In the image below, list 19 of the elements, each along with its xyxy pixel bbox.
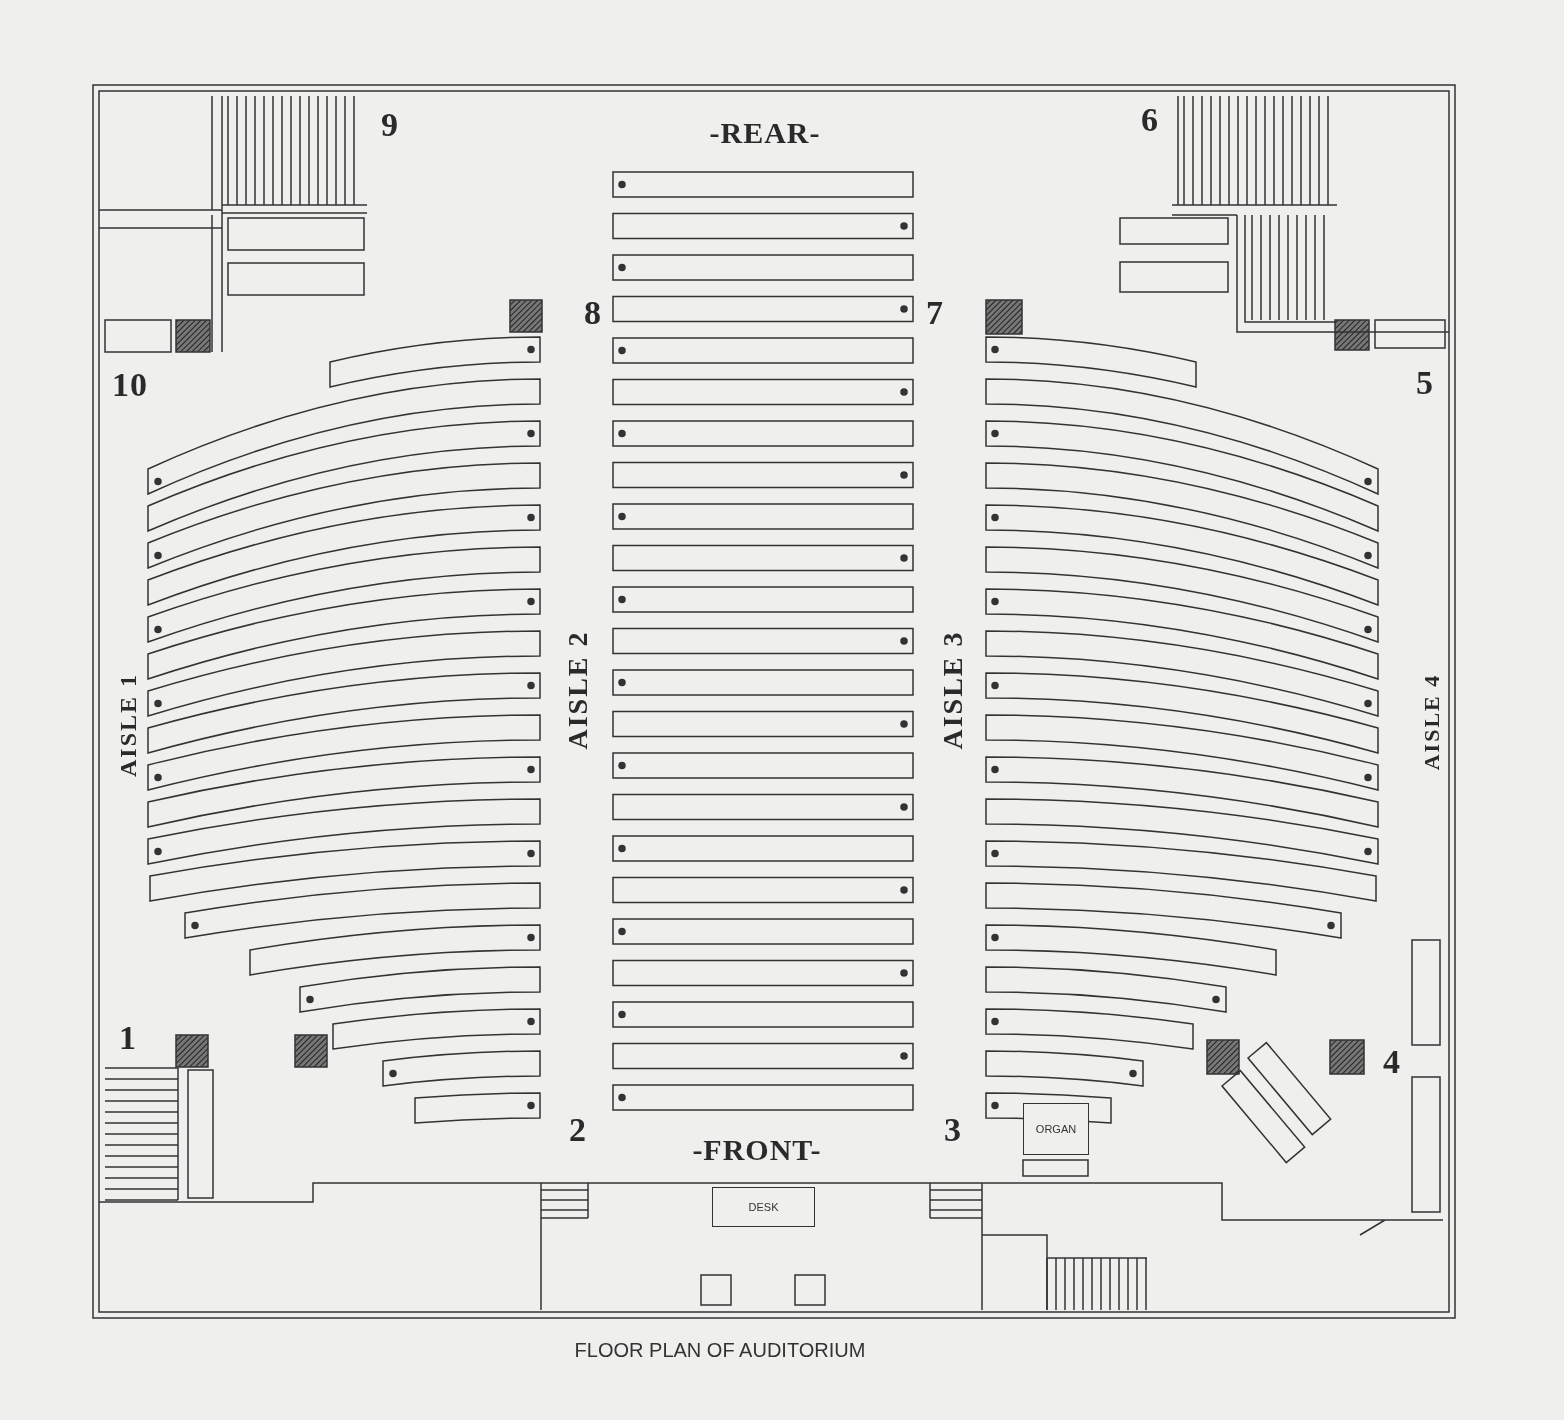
area-number: 10	[112, 366, 148, 404]
area-number: 3	[944, 1111, 962, 1149]
aisle-label: AISLE 3	[937, 630, 969, 750]
area-number: 6	[1141, 101, 1159, 139]
area-number: 5	[1416, 364, 1434, 402]
rear-label: -REAR-	[709, 116, 821, 150]
area-number: 2	[569, 1111, 587, 1149]
desk-box: DESK	[712, 1187, 815, 1227]
area-number: 8	[584, 294, 602, 332]
aisle-label: AISLE 4	[1419, 673, 1445, 771]
area-number: 4	[1383, 1043, 1401, 1081]
organ-box: ORGAN	[1023, 1103, 1089, 1155]
aisle-label: AISLE 1	[114, 673, 142, 777]
area-number: 1	[119, 1019, 137, 1057]
area-number: 9	[381, 106, 399, 144]
area-number: 7	[926, 294, 944, 332]
aisle-label: AISLE 2	[562, 630, 594, 750]
caption: FLOOR PLAN OF AUDITORIUM	[574, 1338, 866, 1362]
front-label: -FRONT-	[692, 1133, 822, 1167]
